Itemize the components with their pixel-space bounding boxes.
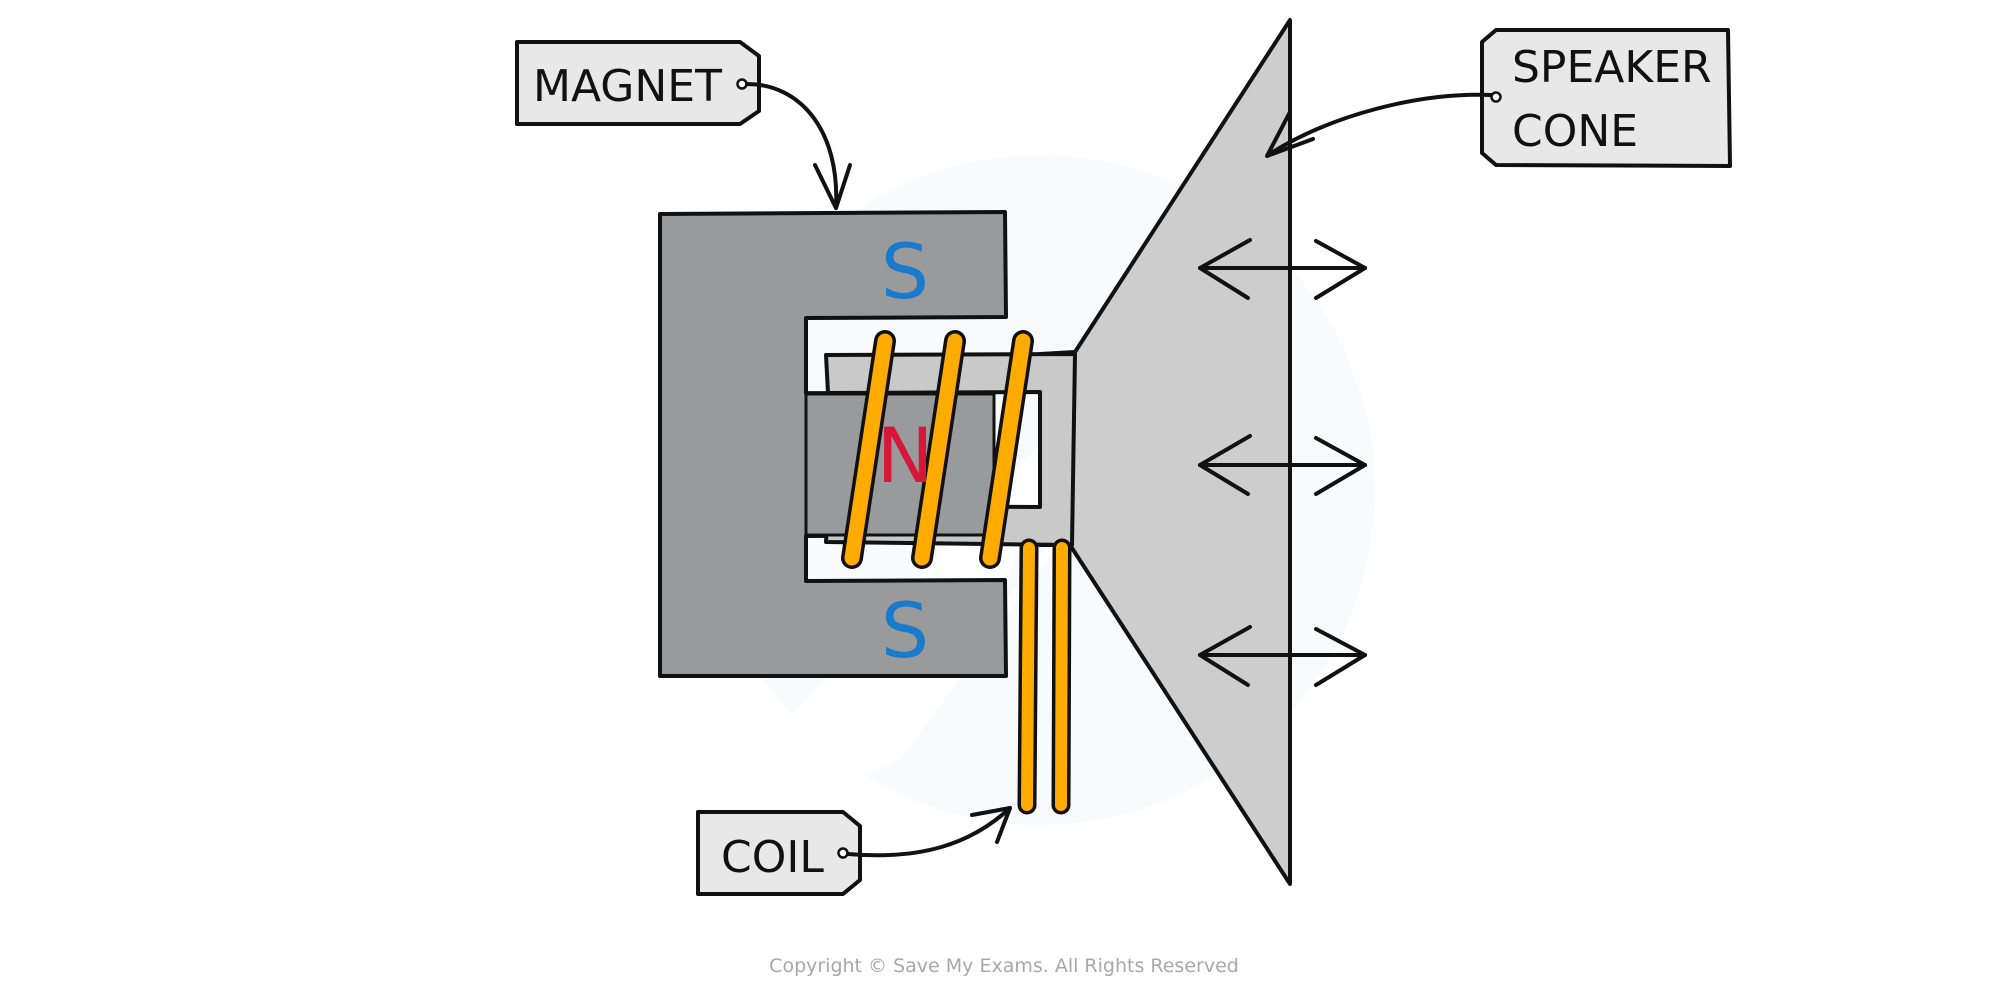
magnet-label-text: MAGNET [533,61,722,112]
magnet-label-tag: MAGNET [515,40,852,210]
copyright-notice: Copyright © Save My Exams. All Rights Re… [769,955,1239,977]
coil-turns [841,330,1034,569]
south-pole-top-label: S [881,227,929,316]
speaker-cone-label-line2: CONE [1512,106,1638,157]
coil-lead [1021,542,1035,811]
coil-label-text: COIL [721,832,824,883]
coil-label-tag: COIL [696,806,1012,896]
vibration-arrows [1198,238,1367,687]
speaker-cone-label-tag: SPEAKER CONE [1265,28,1732,168]
coil-turn [982,333,1031,566]
north-pole-label: N [877,411,934,500]
north-pole-piece [804,392,996,537]
coil-turn [914,333,963,566]
coil-leads [1017,538,1072,815]
south-pole-bottom-label: S [881,586,929,675]
double-arrow-icon [1198,625,1367,687]
double-arrow-icon [1198,238,1367,300]
double-arrow-icon [1198,434,1367,496]
coil-lead [1055,542,1068,811]
coil-turn [844,333,893,566]
speaker-cone-label-line1: SPEAKER [1512,42,1712,93]
